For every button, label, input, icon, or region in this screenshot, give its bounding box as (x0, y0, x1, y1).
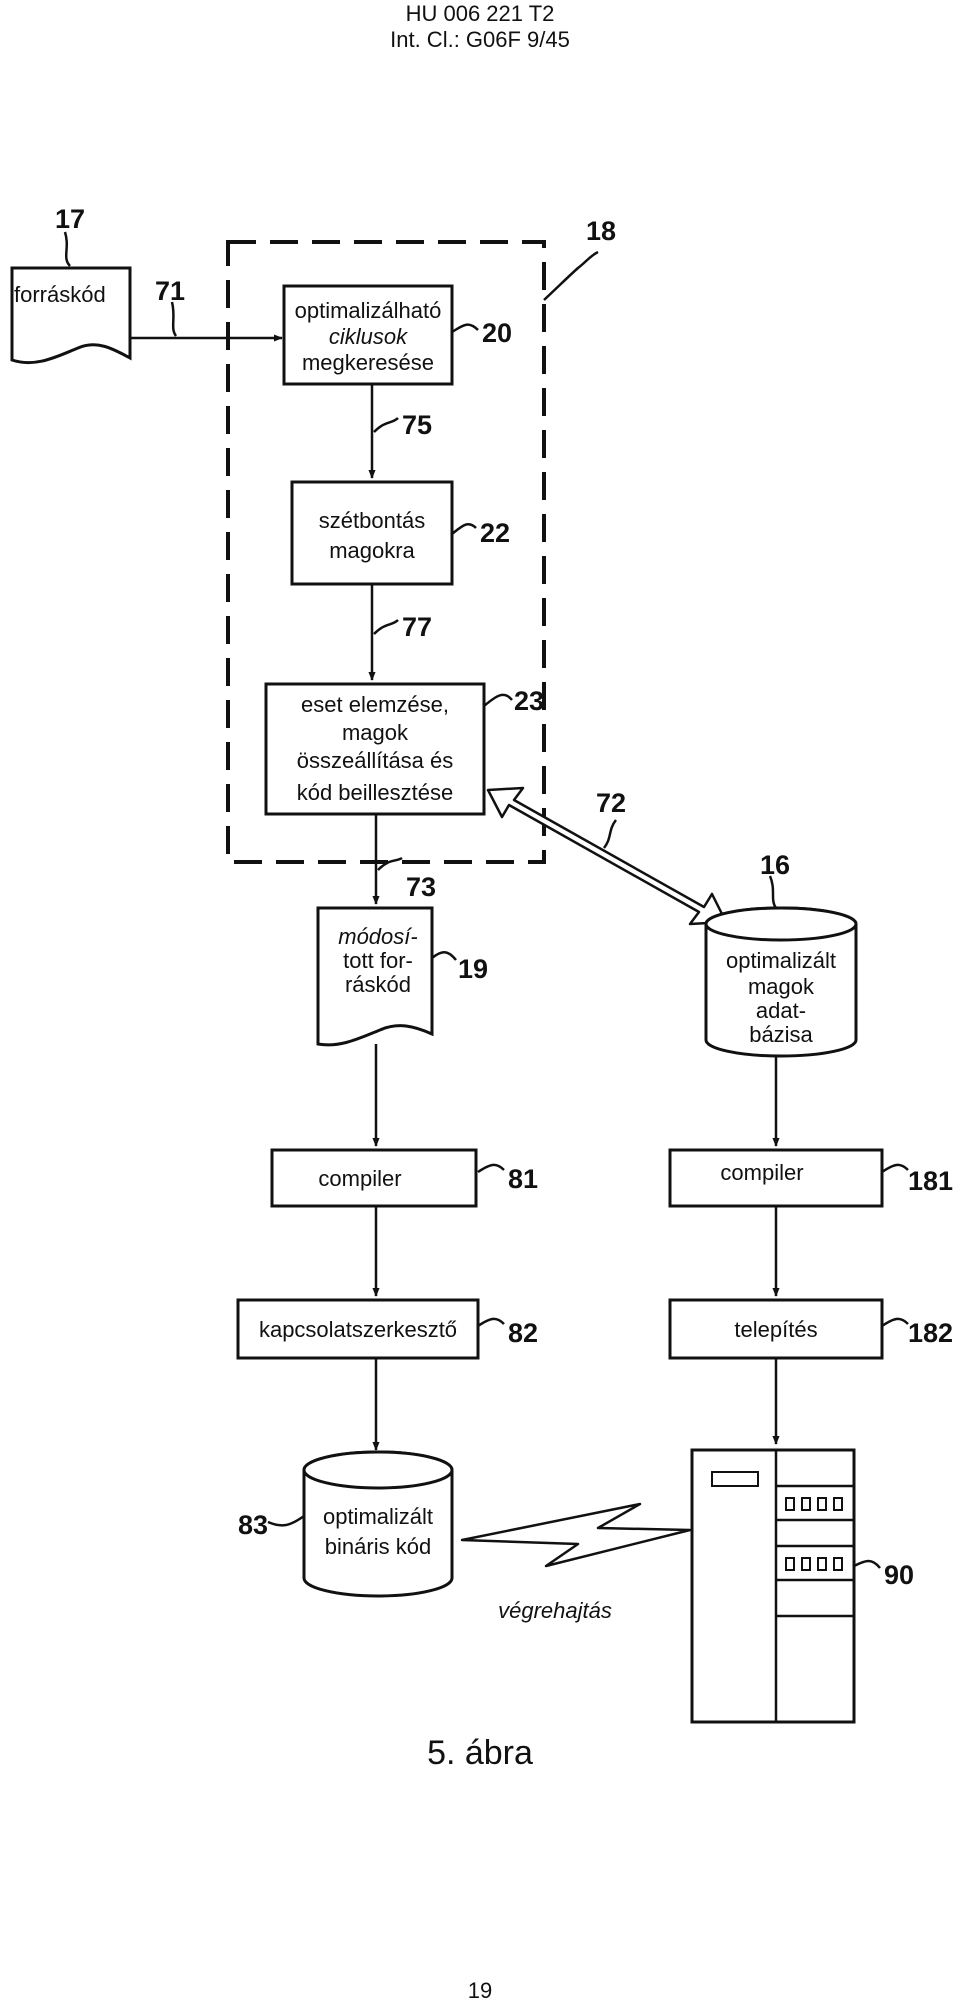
computer-cabinet (690, 1448, 856, 1724)
ref-18: 18 (586, 216, 616, 246)
ref-23: 23 (514, 686, 544, 716)
ref-181: 181 (908, 1166, 953, 1196)
ref-81-leader (477, 1163, 505, 1174)
ref-17: 17 (55, 204, 85, 234)
ref-182: 182 (908, 1318, 953, 1348)
kernel-db-line-3: adat- (756, 998, 806, 1023)
kernel-db-line-1: optimalizált (726, 948, 836, 973)
find-loops-box (282, 284, 454, 386)
ref-83-leader (267, 1514, 305, 1527)
split-kernels-line-1: szétbontás (319, 508, 425, 533)
case-analysis-line-2: magok (342, 720, 409, 745)
ref-83: 83 (238, 1510, 268, 1540)
compiler-left-box (270, 1148, 478, 1208)
case-analysis-line-1: eset elemzése, (301, 692, 449, 717)
ref-19-leader (431, 951, 457, 961)
find-loops-line-3: megkeresése (302, 350, 434, 375)
ref-20-leader (451, 323, 479, 334)
ref-16-leader (768, 875, 778, 909)
binary-code-cylinder: optimalizált bináris kód (302, 1450, 454, 1598)
ref-72: 72 (596, 788, 626, 818)
ref-22: 22 (480, 518, 510, 548)
ref-90-leader (853, 1559, 881, 1569)
ref-16: 16 (760, 850, 790, 880)
split-kernels-box (290, 480, 454, 586)
split-kernels-line-2: magokra (329, 538, 415, 563)
kernel-db-line-2: magok (748, 974, 815, 999)
source-code-label: forráskód (14, 282, 106, 307)
ref-20: 20 (482, 318, 512, 348)
ref-72-leader (602, 819, 618, 849)
page-number: 19 (467, 1978, 493, 2003)
modified-source-line-2: tott for- (343, 948, 413, 973)
linker-label: kapcsolatszerkesztő (259, 1317, 457, 1342)
find-loops-line-1: optimalizálható (295, 298, 442, 323)
patent-number: HU 006 221 T2 (405, 1, 555, 26)
case-analysis-line-3: összeállítása és (297, 748, 454, 773)
install-label: telepítés (734, 1317, 817, 1342)
install-box (668, 1298, 884, 1360)
ref-23-leader (483, 693, 513, 707)
ref-73: 73 (406, 872, 436, 902)
group-ref-leader (543, 250, 599, 301)
ref-71-leader (170, 301, 178, 337)
ref-90: 90 (884, 1560, 914, 1590)
binary-line-1: optimalizált (323, 1504, 433, 1529)
case-analysis-line-4: kód beillesztése (297, 780, 454, 805)
modified-source-document: módosí- tott for- ráskód (316, 906, 434, 1047)
ref-17-leader (63, 231, 71, 267)
execution-lightning (460, 1502, 692, 1568)
ref-82: 82 (508, 1318, 538, 1348)
ref-182-leader (881, 1317, 909, 1328)
compiler-right-box (668, 1148, 884, 1208)
ref-181-leader (881, 1163, 909, 1174)
binary-line-2: bináris kód (325, 1534, 431, 1559)
ref-75: 75 (402, 410, 432, 440)
modified-source-line-3: ráskód (345, 972, 411, 997)
ref-19: 19 (458, 954, 488, 984)
linker-box (236, 1298, 480, 1360)
processing-group (226, 240, 546, 864)
compiler-left-label: compiler (318, 1166, 401, 1191)
kernel-db-line-4: bázisa (749, 1022, 813, 1047)
ref-71: 71 (155, 276, 185, 306)
find-loops-line-2: ciklusok (329, 324, 408, 349)
modified-source-line-1: módosí- (338, 924, 417, 949)
ref-75-leader (373, 417, 399, 433)
figure-caption: 5. ábra (427, 1734, 533, 1772)
compiler-right-label: compiler (720, 1160, 803, 1185)
ref-22-leader (451, 523, 477, 535)
execution-label: végrehajtás (498, 1598, 612, 1623)
ref-82-leader (477, 1317, 505, 1328)
classification: Int. Cl.: G06F 9/45 (390, 27, 570, 52)
kernel-database-cylinder: optimalizált magok adat- bázisa (704, 906, 858, 1058)
source-code-document: forráskód (10, 266, 132, 365)
ref-73-leader (377, 856, 403, 871)
ref-77: 77 (402, 612, 432, 642)
ref-81: 81 (508, 1164, 538, 1194)
ref-77-leader (373, 619, 399, 635)
case-analysis-box (264, 682, 486, 816)
